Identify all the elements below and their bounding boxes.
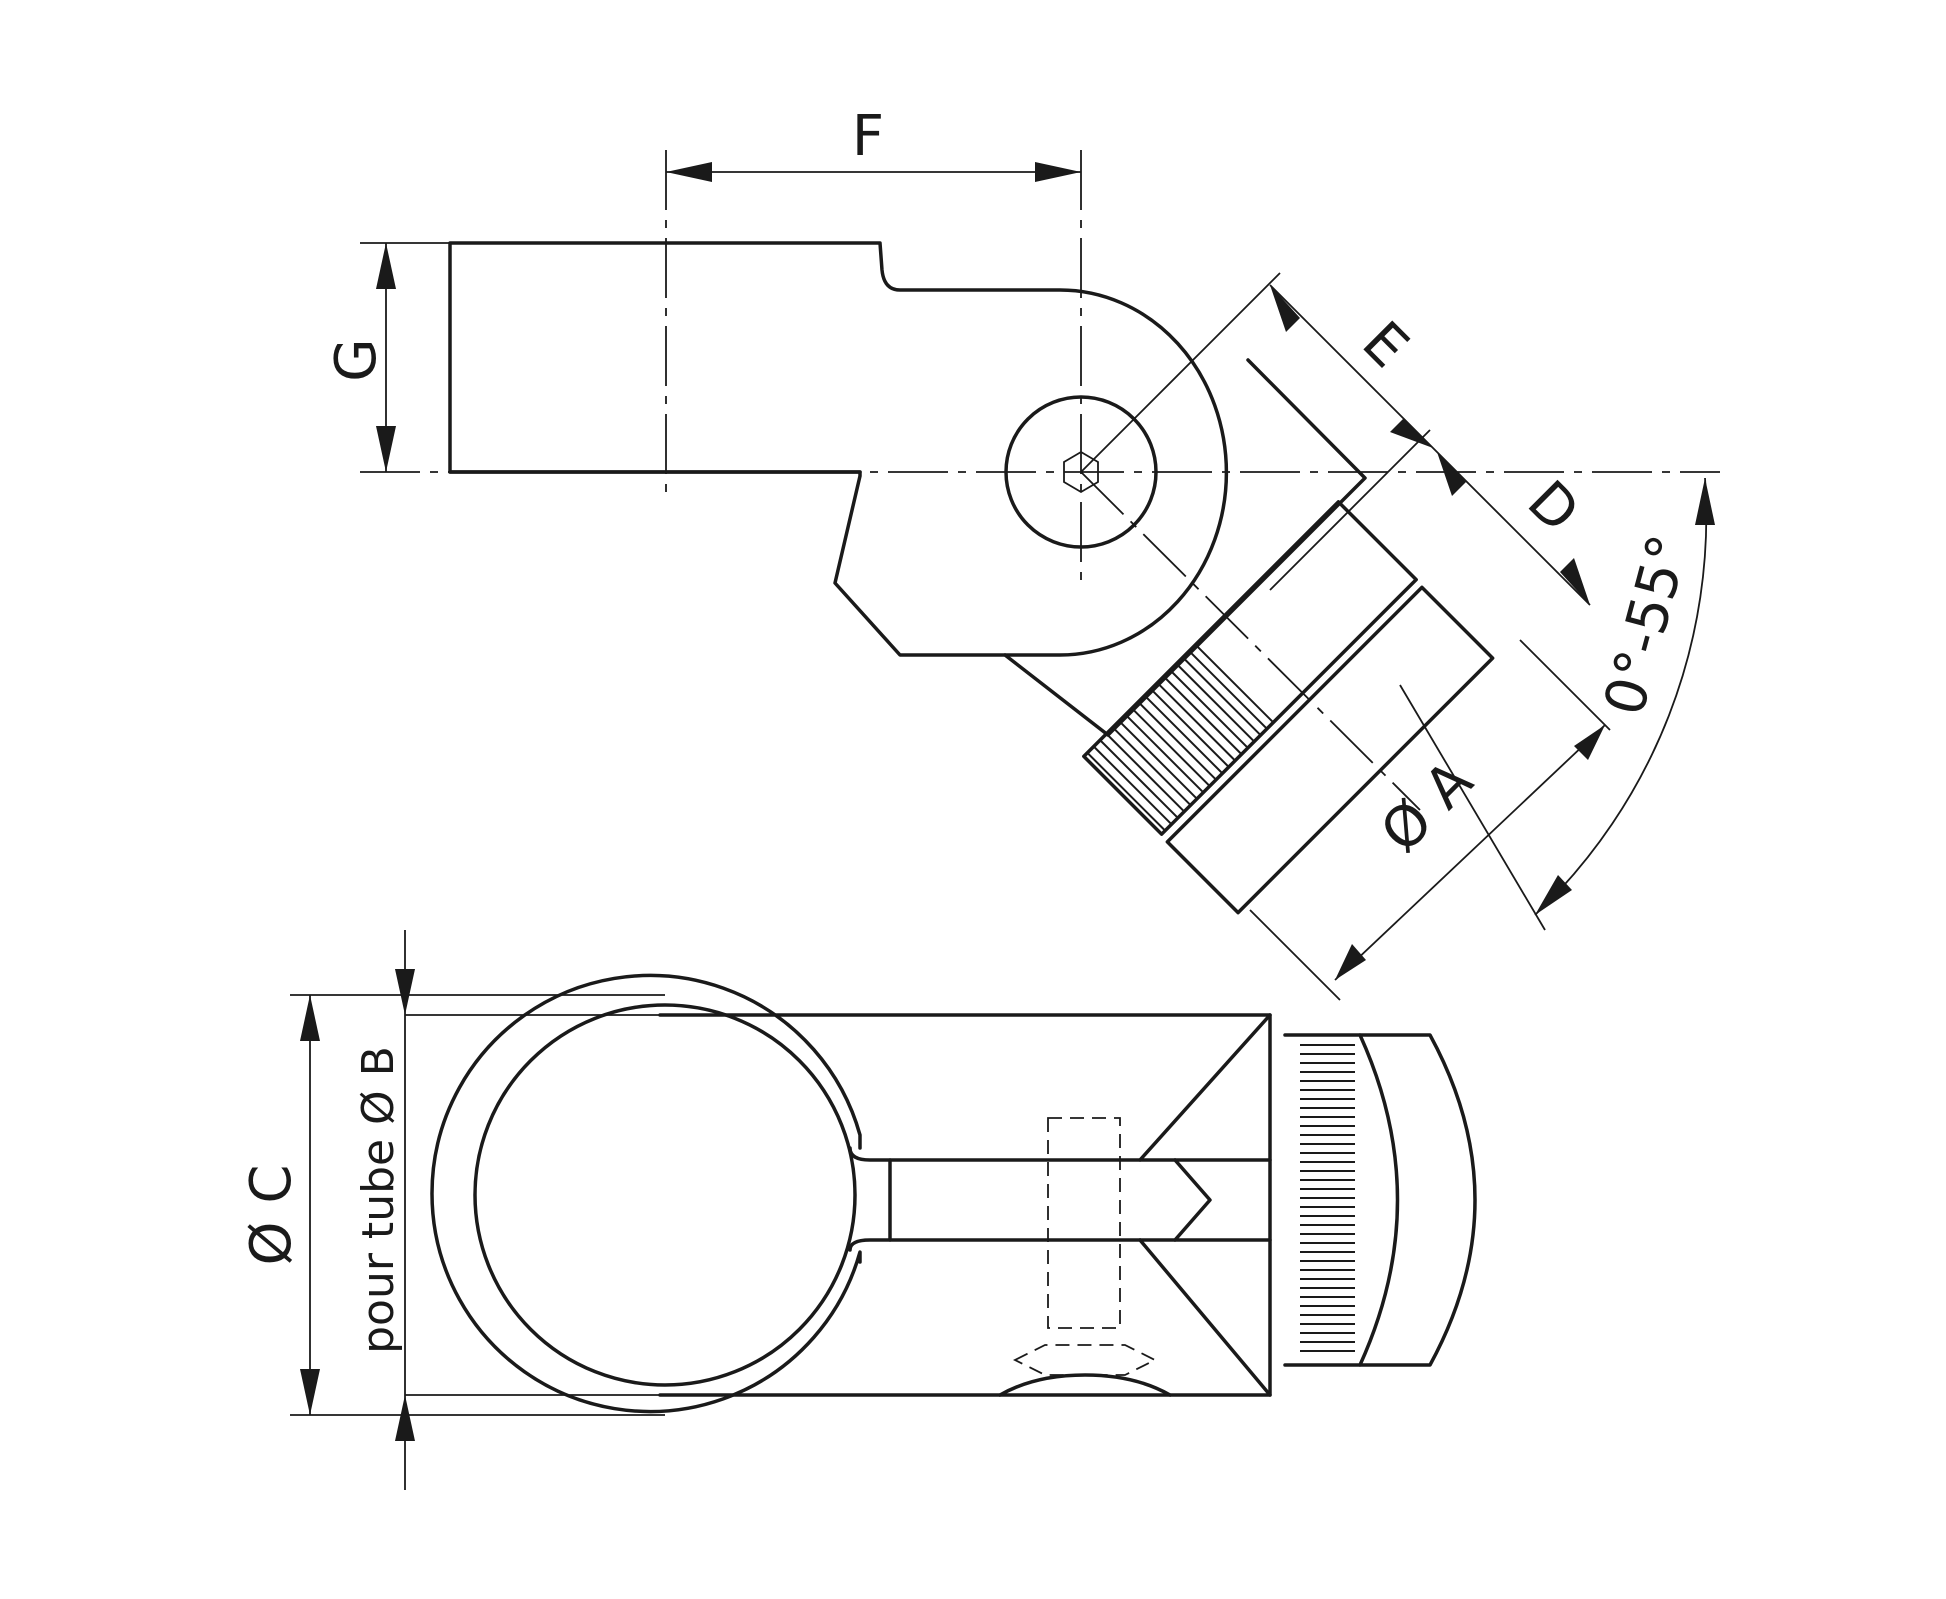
dim-d-arrow-end <box>1560 558 1590 605</box>
dim-e-arrow-start <box>1270 285 1300 332</box>
knurl-line <box>1093 745 1173 825</box>
knurl-line <box>1105 733 1185 813</box>
dim-d-label: D <box>1515 469 1591 545</box>
dim-angle-label: 0°-55° <box>1592 528 1702 722</box>
dim-e-arrow-end <box>1390 418 1433 448</box>
dim-g-label: G <box>324 338 389 381</box>
screw-boss <box>998 1373 1172 1397</box>
dim-b-arrow-bottom <box>395 1395 415 1441</box>
knurl-line <box>1182 656 1262 736</box>
dim-angle-arrow-top <box>1695 478 1715 525</box>
dim-g-arrow-top <box>376 243 396 289</box>
knurl-line <box>1099 739 1179 819</box>
dim-f-arrow-right <box>1035 162 1081 182</box>
knurl-line <box>1131 707 1211 787</box>
knurl-line <box>1156 682 1236 762</box>
dim-a-ext-right <box>1519 639 1611 731</box>
knurl-line <box>1143 694 1224 775</box>
dim-angle-arc <box>1534 477 1708 916</box>
knurl-line <box>1086 752 1166 832</box>
knurl-line <box>1175 663 1255 743</box>
knurl-line <box>1137 701 1217 781</box>
v-chamfer <box>1138 1013 1272 1397</box>
dim-angle-ext <box>1399 684 1546 931</box>
dim-f-label: F <box>852 104 884 169</box>
dim-f-arrow-left <box>666 162 712 182</box>
hidden-screw <box>1047 1117 1121 1329</box>
dim-b-label: pour tube Ø B <box>353 1046 404 1354</box>
bottom-view: Ø C pour tube Ø B <box>239 930 1477 1490</box>
hex-socket-icon <box>1063 450 1099 494</box>
dim-a-ext-left <box>1249 909 1341 1001</box>
dim-e-ext <box>1080 272 1281 473</box>
tube-clamp-inner <box>473 1003 857 1387</box>
clamp-slot <box>848 1146 1272 1252</box>
dim-c-arrow-top <box>300 995 320 1041</box>
knurl-line <box>1163 675 1243 755</box>
end-cap <box>1165 585 1495 915</box>
side-knurl-outline <box>1283 1033 1400 1367</box>
knurl-line <box>1118 720 1198 800</box>
barrel-housing <box>1003 358 1367 737</box>
dim-angle-arrow-bottom <box>1535 875 1572 915</box>
dim-g-arrow-bottom <box>376 426 396 472</box>
knurl-line <box>1124 713 1205 794</box>
side-end-cap <box>1358 1033 1477 1367</box>
dim-a-arrow-right <box>1574 725 1605 760</box>
dim-e-label: E <box>1350 309 1421 380</box>
hidden-screw-head <box>1012 1344 1158 1376</box>
top-view: F G E D Ø A 0°-55° <box>324 104 1720 1001</box>
dim-a-arrow-left <box>1335 944 1366 980</box>
knurl-line <box>1112 726 1192 806</box>
dim-d-ext <box>1269 429 1431 591</box>
dim-c-label: Ø C <box>239 1165 304 1266</box>
dim-a-line <box>1334 724 1606 981</box>
tube-clamp-outer <box>430 973 862 1414</box>
side-knurl <box>1300 1044 1355 1352</box>
clamp-body-outline <box>448 241 1229 657</box>
knurl-line <box>1188 650 1268 730</box>
knurl-line <box>1150 688 1230 768</box>
dim-c-arrow-bottom <box>300 1369 320 1415</box>
dim-b-arrow-top <box>395 969 415 1015</box>
clamp-block <box>658 1013 1272 1397</box>
knurled-ring <box>1082 500 1418 836</box>
knurl-line <box>1194 643 1275 724</box>
dim-d-arrow-start <box>1437 452 1466 496</box>
barrel-centerline <box>1080 471 1421 811</box>
knurl-line <box>1169 669 1249 749</box>
